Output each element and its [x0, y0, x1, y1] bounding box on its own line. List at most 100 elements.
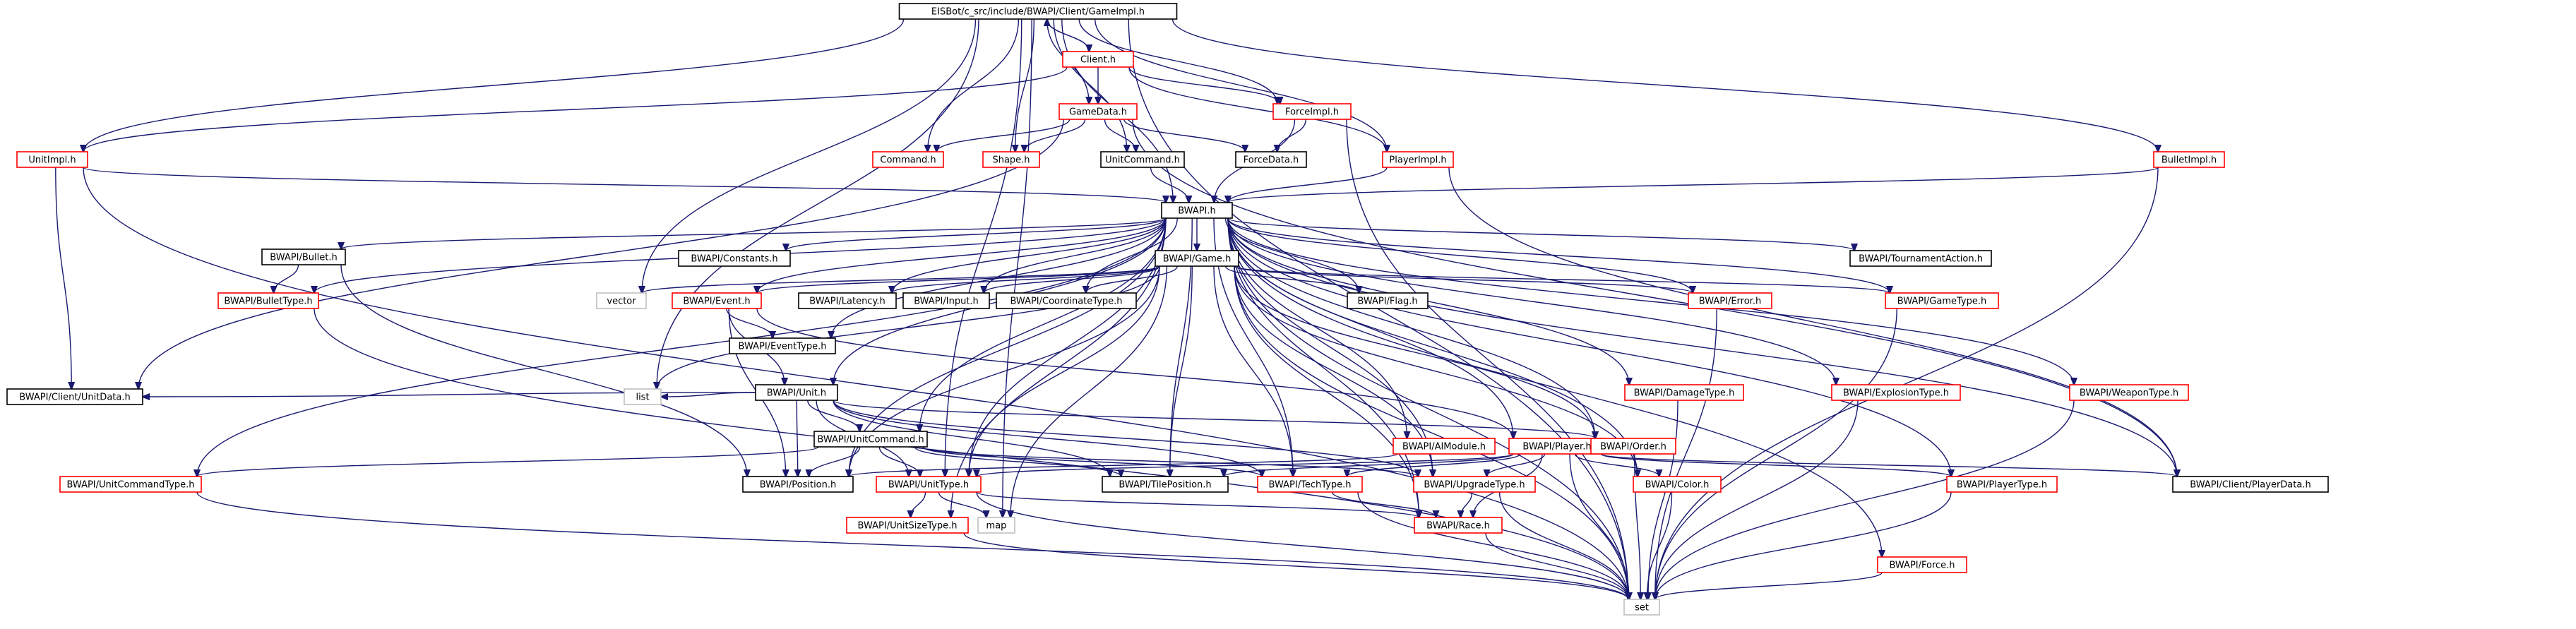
node-box — [813, 431, 928, 448]
node-label: BWAPI/UnitCommand.h — [817, 435, 924, 445]
node-position[interactable]: BWAPI/Position.h — [742, 476, 854, 493]
node-label: BWAPI/UnitSizeType.h — [858, 521, 958, 532]
node-root[interactable]: EISBot/c_src/include/BWAPI/Client/GameIm… — [898, 3, 1178, 20]
edge-bulletimpl-to-bwapi — [1228, 167, 2159, 203]
edge-client-to-unitimpl — [83, 66, 1068, 152]
node-box — [1946, 476, 2058, 493]
edge-forceimpl-to-set — [1346, 119, 1628, 599]
node-aimodule[interactable]: BWAPI/AIModule.h — [1393, 438, 1496, 455]
node-eventtype[interactable]: BWAPI/EventType.h — [729, 337, 836, 354]
edge-bwapi-to-playertype — [1227, 217, 1951, 477]
edge-unitsizetype-to-set — [963, 532, 1628, 599]
edge-bwapi-to-player — [1227, 217, 1513, 438]
edge-upgradetype-to-set — [1498, 491, 1628, 599]
node-bwapi[interactable]: BWAPI.h — [1161, 202, 1233, 219]
edge-event-to-eventtype — [726, 308, 773, 338]
node-box — [742, 476, 854, 493]
edge-bwapi-to-constants — [786, 217, 1167, 251]
node-label: Command.h — [880, 155, 936, 166]
node-weapontype[interactable]: BWAPI/WeaponType.h — [2069, 384, 2189, 401]
node-box — [876, 476, 982, 493]
edge-player-to-color — [1574, 453, 1659, 477]
node-gametype[interactable]: BWAPI/GameType.h — [1885, 292, 1999, 309]
node-list: list — [624, 388, 662, 405]
node-label: BWAPI/BulletType.h — [224, 296, 312, 307]
node-tournament[interactable]: BWAPI/TournamentAction.h — [1849, 250, 1992, 267]
edge-root-to-map — [1003, 18, 1032, 517]
node-box — [1590, 438, 1676, 455]
node-playertype[interactable]: BWAPI/PlayerType.h — [1946, 476, 2058, 493]
edge-gamedata-to-clientunitdata — [138, 119, 1064, 389]
node-vector: vector — [596, 292, 647, 309]
node-label: BWAPI/Event.h — [683, 296, 750, 307]
node-box — [798, 292, 897, 309]
node-input[interactable]: BWAPI/Input.h — [902, 292, 990, 309]
node-forcedata[interactable]: ForceData.h — [1235, 151, 1307, 168]
node-label: ForceData.h — [1244, 155, 1299, 166]
node-box — [1347, 292, 1429, 309]
edge-unitcommand-to-position — [809, 446, 861, 477]
edge-game-to-order — [1234, 265, 1595, 438]
node-upgradetype[interactable]: BWAPI/UpgradeType.h — [1413, 476, 1536, 493]
node-bullet[interactable]: BWAPI/Bullet.h — [261, 248, 346, 265]
edge-techtype-to-set — [1357, 491, 1628, 599]
node-latency[interactable]: BWAPI/Latency.h — [798, 292, 897, 309]
edge-bwapi-to-race — [1227, 217, 1419, 517]
node-unit[interactable]: BWAPI/Unit.h — [755, 384, 838, 401]
node-label: BWAPI/TechType.h — [1269, 480, 1352, 491]
node-box — [1849, 250, 1992, 267]
node-unitcommand-c[interactable]: UnitCommand.h — [1100, 151, 1185, 168]
edge-unitcommand-to-unitcommandtype — [197, 446, 819, 477]
node-error[interactable]: BWAPI/Error.h — [1688, 292, 1772, 309]
node-game[interactable]: BWAPI/Game.h — [1155, 250, 1239, 267]
node-clientunitdata[interactable]: BWAPI/Client/UnitData.h — [6, 388, 143, 405]
node-gamedata[interactable]: GameData.h — [1059, 103, 1138, 120]
node-box — [1624, 384, 1744, 401]
edge-root-to-bulletimpl — [1171, 18, 2159, 152]
edge-root-to-unittype — [945, 18, 1022, 477]
edge-race-to-set — [1485, 532, 1628, 599]
node-event[interactable]: BWAPI/Event.h — [672, 292, 762, 309]
node-flag[interactable]: BWAPI/Flag.h — [1347, 292, 1429, 309]
node-unitcommand[interactable]: BWAPI/UnitCommand.h — [813, 431, 928, 448]
node-bullettype[interactable]: BWAPI/BulletType.h — [217, 292, 319, 309]
node-client[interactable]: Client.h — [1062, 51, 1134, 68]
node-label: BWAPI/PlayerType.h — [1957, 480, 2047, 491]
edge-player-to-unittype — [977, 453, 1514, 477]
node-forceimpl[interactable]: ForceImpl.h — [1272, 103, 1352, 120]
node-box — [1272, 103, 1352, 120]
node-shape[interactable]: Shape.h — [982, 151, 1040, 168]
node-unitcommandtype[interactable]: BWAPI/UnitCommandType.h — [59, 476, 202, 493]
node-techtype[interactable]: BWAPI/TechType.h — [1257, 476, 1363, 493]
node-box — [261, 248, 346, 265]
node-race[interactable]: BWAPI/Race.h — [1414, 517, 1503, 534]
node-color[interactable]: BWAPI/Color.h — [1633, 476, 1722, 493]
node-unittype[interactable]: BWAPI/UnitType.h — [876, 476, 982, 493]
node-tileposition[interactable]: BWAPI/TilePosition.h — [1102, 476, 1229, 493]
node-bulletimpl[interactable]: BulletImpl.h — [2153, 151, 2225, 168]
node-box — [1413, 476, 1536, 493]
node-explosiontype[interactable]: BWAPI/ExplosionType.h — [1831, 384, 1961, 401]
node-label: BWAPI.h — [1178, 206, 1216, 217]
node-clientplayerdata[interactable]: BWAPI/Client/PlayerData.h — [2172, 476, 2329, 493]
node-damagetype[interactable]: BWAPI/DamageType.h — [1624, 384, 1744, 401]
node-player[interactable]: BWAPI/Player.h — [1508, 438, 1606, 455]
node-box — [1623, 599, 1660, 616]
node-order[interactable]: BWAPI/Order.h — [1590, 438, 1676, 455]
edge-unitimpl-to-bwapi — [83, 167, 1166, 203]
node-command[interactable]: Command.h — [872, 151, 944, 168]
edge-game-to-error — [1234, 265, 1693, 293]
node-constants[interactable]: BWAPI/Constants.h — [678, 250, 791, 267]
node-playerimpl[interactable]: PlayerImpl.h — [1382, 151, 1454, 168]
node-unitsizetype[interactable]: BWAPI/UnitSizeType.h — [846, 517, 969, 534]
node-box — [1633, 476, 1722, 493]
node-box — [2172, 476, 2329, 493]
edge-bwapi-to-bullet — [341, 217, 1167, 249]
node-coordinatetype[interactable]: BWAPI/CoordinateType.h — [996, 292, 1137, 309]
node-unitimpl[interactable]: UnitImpl.h — [16, 151, 88, 168]
node-label: BWAPI/Race.h — [1426, 521, 1490, 532]
node-label: BWAPI/UnitType.h — [888, 480, 969, 491]
edge-error-to-set — [1655, 308, 1717, 599]
edge-unitimpl-to-set — [83, 167, 1628, 599]
node-force[interactable]: BWAPI/Force.h — [1877, 556, 1967, 573]
